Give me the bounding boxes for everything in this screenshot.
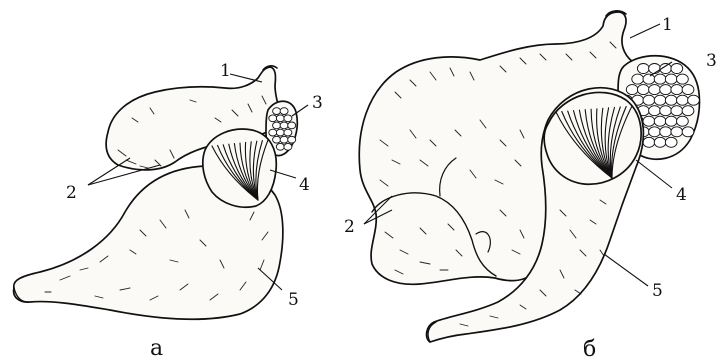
pebble-texture — [654, 74, 666, 84]
pebble-texture — [276, 143, 284, 150]
pebble-texture — [273, 122, 281, 129]
pebble-texture — [649, 64, 661, 74]
pebble-texture — [665, 95, 677, 105]
figure-b-label-4: 4 — [676, 185, 687, 205]
pebble-texture — [677, 95, 689, 105]
pebble-texture — [626, 85, 638, 95]
figure-a: 1 2 3 4 5 а — [14, 61, 323, 361]
pebble-texture — [273, 136, 281, 143]
pebble-texture — [688, 95, 700, 105]
pebble-texture — [677, 116, 689, 126]
pebble-texture — [643, 137, 655, 147]
pebble-texture — [284, 143, 292, 150]
figure-b-label-3: 3 — [706, 51, 717, 71]
pebble-texture — [273, 108, 281, 115]
pebble-texture — [280, 122, 288, 129]
pebble-texture — [643, 116, 655, 126]
pebble-texture — [677, 74, 689, 84]
pebble-texture — [284, 115, 292, 122]
pebble-texture — [649, 127, 661, 137]
pebble-texture — [649, 106, 661, 116]
pebble-texture — [288, 122, 296, 129]
figure-b-label-2: 2 — [344, 217, 355, 237]
pebble-texture — [649, 85, 661, 95]
figure-a-label-1: 1 — [220, 61, 231, 81]
pebble-texture — [660, 106, 672, 116]
figure-b-caption: б — [583, 337, 596, 362]
pebble-texture — [682, 127, 694, 137]
pebble-texture — [682, 106, 694, 116]
pebble-texture — [269, 115, 277, 122]
pebble-texture — [269, 129, 277, 136]
pebble-texture — [654, 116, 666, 126]
pebble-texture — [643, 74, 655, 84]
pebble-texture — [671, 64, 683, 74]
pebble-texture — [671, 127, 683, 137]
figure-a-caption: а — [150, 336, 163, 361]
pebble-texture — [643, 95, 655, 105]
figure-a-label-3: 3 — [312, 93, 323, 113]
pebble-texture — [280, 136, 288, 143]
figure-a-label-4: 4 — [299, 175, 310, 195]
pebble-texture — [671, 106, 683, 116]
pebble-texture — [654, 95, 666, 105]
pebble-texture — [660, 85, 672, 95]
pebble-texture — [288, 136, 296, 143]
pebble-texture — [665, 116, 677, 126]
figure-a-label-2: 2 — [66, 183, 77, 203]
figure-b: 1 2 3 4 5 б — [344, 11, 717, 362]
pebble-texture — [632, 74, 644, 84]
figure-b-label-1: 1 — [662, 15, 673, 35]
pebble-texture — [654, 137, 666, 147]
pebble-texture — [665, 74, 677, 84]
pebble-texture — [665, 137, 677, 147]
pebble-texture — [682, 85, 694, 95]
pebble-texture — [637, 64, 649, 74]
pebble-texture — [637, 85, 649, 95]
pebble-texture — [284, 129, 292, 136]
figure-b-label-5: 5 — [652, 281, 663, 301]
pebble-texture — [280, 108, 288, 115]
pebble-texture — [660, 127, 672, 137]
pebble-texture — [276, 129, 284, 136]
pebble-texture — [276, 115, 284, 122]
figure-a-label-5: 5 — [288, 290, 299, 310]
pebble-texture — [671, 85, 683, 95]
